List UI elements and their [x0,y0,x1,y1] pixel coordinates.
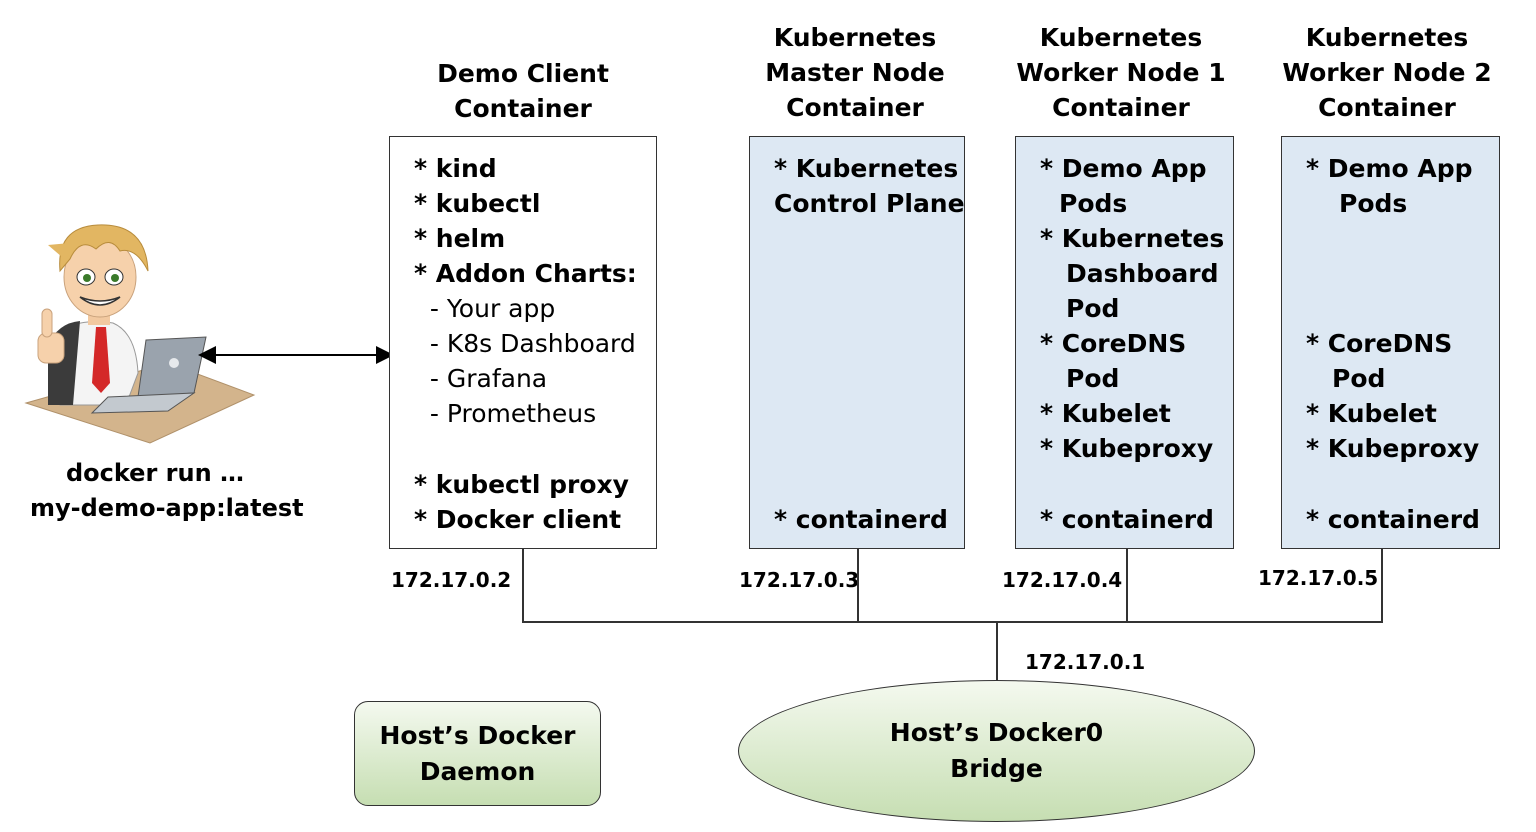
master-container-box: * Kubernetes Control Plane * containerd [749,136,965,549]
worker2-line-coredns: * CoreDNS [1306,329,1453,358]
worker1-line-coredns: * CoreDNS [1040,329,1187,358]
master-line-control-plane: Control Plane [774,189,965,218]
user-caption-line2: my-demo-app:latest [30,494,304,522]
client-line-grafana: - Grafana [414,364,548,393]
client-line-docker-client: * Docker client [414,505,622,534]
wire-bridge-drop [996,621,998,681]
worker2-line-containerd: * containerd [1306,505,1480,534]
user-client-arrow [198,346,394,364]
client-line-kind: * kind [414,154,497,183]
worker1-title: Kubernetes Worker Node 1 Container [1016,23,1226,122]
worker1-line-kubelet: * Kubelet [1040,399,1171,428]
client-ip: 172.17.0.2 [391,568,512,592]
master-line-containerd: * containerd [774,505,948,534]
worker1-line-kubeproxy: * Kubeproxy [1040,434,1214,463]
master-line-kubernetes: * Kubernetes [774,154,959,183]
worker2-line-pods: Pods [1339,189,1408,218]
client-line-k8s-dashboard: - K8s Dashboard [414,329,636,358]
worker2-line-demo-app: * Demo App [1306,154,1473,183]
master-ip: 172.17.0.3 [739,568,860,592]
worker2-line-coredns-pod: Pod [1332,364,1386,393]
worker1-line-kubernetes: * Kubernetes [1040,224,1225,253]
worker1-line-containerd: * containerd [1040,505,1214,534]
worker2-container-box: * Demo App Pods * CoreDNS Pod * Kubelet … [1281,136,1500,549]
wire-worker1-drop [1126,549,1128,622]
wire-client-drop [522,549,524,622]
client-line-helm: * helm [414,224,506,253]
wire-bus [522,621,1383,623]
developer-illustration [24,224,256,444]
worker2-line-kubeproxy: * Kubeproxy [1306,434,1480,463]
client-title: Demo Client Container [437,59,609,123]
worker1-ip: 172.17.0.4 [1002,568,1123,592]
client-container-box: * kind * kubectl * helm * Addon Charts: … [389,136,657,549]
client-line-kubectl: * kubectl [414,189,541,218]
worker2-title: Kubernetes Worker Node 2 Container [1282,23,1492,122]
worker1-container-box: * Demo App Pods * Kubernetes Dashboard P… [1015,136,1234,549]
client-line-addon-charts: * Addon Charts: [414,259,637,288]
worker1-line-pods: Pods [1059,189,1128,218]
client-line-your-app: - Your app [414,294,556,323]
worker1-line-dashboard-pod: Pod [1066,294,1120,323]
docker0-bridge: Host’s Docker0 Bridge [738,680,1255,822]
worker2-ip: 172.17.0.5 [1258,566,1379,590]
master-title: Kubernetes Master Node Container [765,23,945,122]
wire-master-drop [857,549,859,622]
bridge-ip: 172.17.0.1 [1025,650,1146,674]
worker1-line-coredns-pod: Pod [1066,364,1120,393]
client-line-kubectl-proxy: * kubectl proxy [414,470,629,499]
worker1-line-dashboard: Dashboard [1066,259,1219,288]
worker2-line-kubelet: * Kubelet [1306,399,1437,428]
client-line-prometheus: - Prometheus [414,399,597,428]
docker-daemon: Host’s Docker Daemon [354,701,601,806]
worker1-line-demo-app: * Demo App [1040,154,1207,183]
wire-worker2-drop [1381,549,1383,622]
user-caption-line1: docker run … [65,459,245,487]
